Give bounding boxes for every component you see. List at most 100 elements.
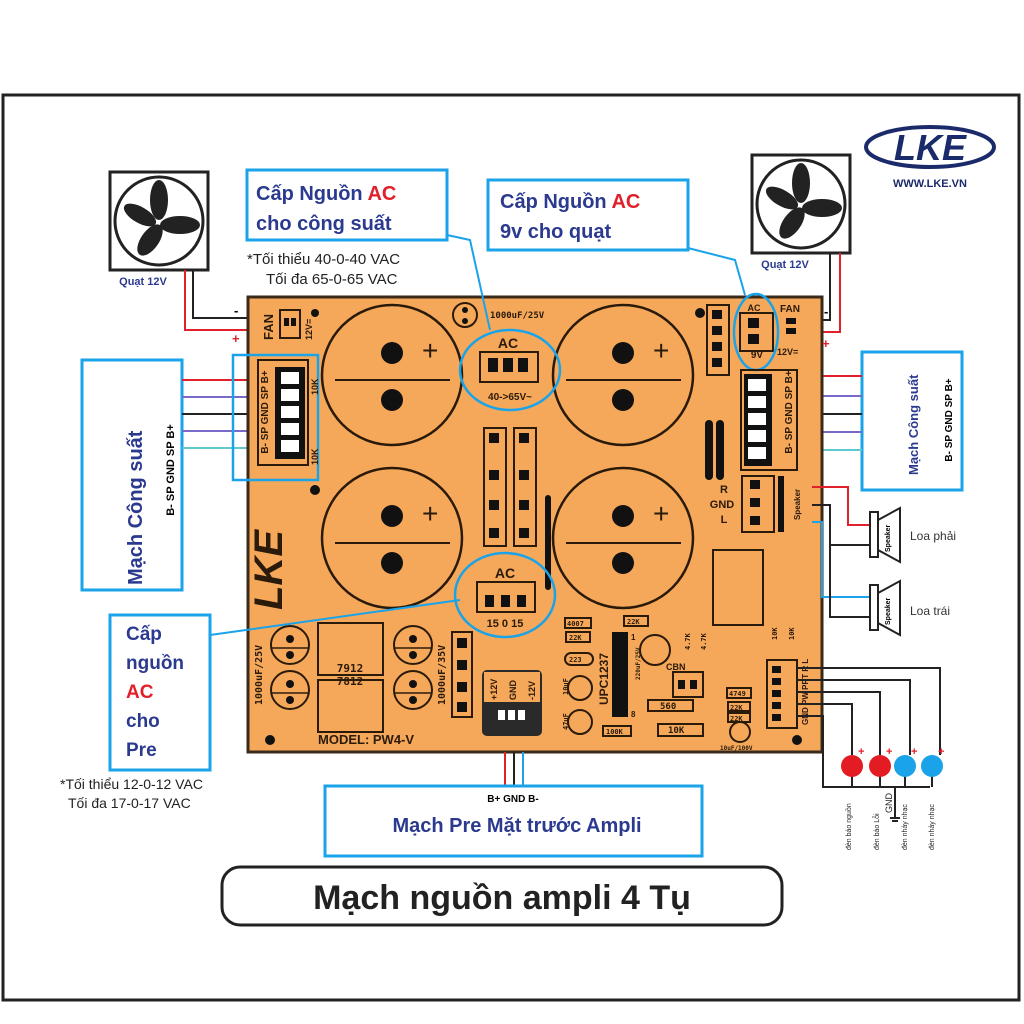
svg-text:Speaker: Speaker [885,524,892,552]
pcb-amp-connector-right: B- SP GND SP B+ [740,369,798,471]
fan-icon [123,180,200,256]
svg-text:100K: 100K [606,728,624,736]
led-indicators [797,667,941,822]
svg-text:8: 8 [631,710,636,719]
svg-text:1000uF/35V: 1000uF/35V [437,645,448,705]
svg-text:10uF: 10uF [562,678,570,695]
svg-text:Pre: Pre [126,740,157,761]
svg-text:Mạch Pre Mặt trước Ampli: Mạch Pre Mặt trước Ampli [392,815,641,837]
svg-text:CBN: CBN [666,662,686,672]
svg-text:Mạch Công suất: Mạch Công suất [125,430,147,585]
svg-text:4.7K: 4.7K [684,632,692,650]
svg-text:+12V: +12V [489,679,499,700]
mounting-holes [265,308,802,745]
svg-text:GND: GND [508,680,518,701]
svg-text:10K: 10K [310,448,320,465]
svg-text:GND: GND [884,793,894,814]
svg-text:Quạt 12V: Quạt 12V [761,259,809,271]
svg-text:Mạch nguồn ampli 4 Tụ: Mạch nguồn ampli 4 Tụ [313,879,691,917]
svg-text:560: 560 [660,702,676,712]
ac-pre-connector: AC 15 0 15 [453,551,557,639]
regulator-section: 1000uF/25V 1000uF/35V 7912 7812 MODEL: P… [254,622,473,747]
svg-text:+: + [858,746,864,758]
svg-text:GND: GND [710,499,735,511]
svg-text:cho: cho [126,711,160,732]
svg-text:B- SP GND SP B+: B- SP GND SP B+ [260,370,271,453]
svg-text:FAN: FAN [780,304,800,315]
svg-text:Mạch Công suất: Mạch Công suất [906,374,921,475]
svg-text:cho công suất: cho công suất [256,213,392,235]
svg-text:-12V: -12V [527,681,537,700]
svg-text:Speaker: Speaker [885,597,892,625]
svg-text:Cấp: Cấp [126,624,162,645]
svg-text:đèn nháy nhạc: đèn nháy nhạc [929,804,936,850]
svg-text:đèn báo Lỗi: đèn báo Lỗi [872,813,881,850]
svg-text:10K: 10K [771,627,779,640]
fan-right: Quạt 12V [750,153,852,271]
pre-out-connector: +12V GND -12V [482,670,542,736]
svg-text:Cấp Nguồn AC: Cấp Nguồn AC [500,191,640,213]
svg-text:9V: 9V [751,350,764,361]
svg-text:Cấp Nguồn AC: Cấp Nguồn AC [256,183,396,205]
svg-text:đèn nháy nhạc: đèn nháy nhạc [902,804,909,850]
pre-front-box: B+ GND B- Mạch Pre Mặt trước Ampli [323,752,704,858]
svg-text:12V=: 12V= [777,347,798,357]
page-title: Mạch nguồn ampli 4 Tụ [220,865,784,927]
svg-text:-: - [234,303,238,318]
svg-text:47uF: 47uF [562,713,570,730]
pcb-lke-logo: LKE [247,529,291,610]
svg-text:+: + [938,746,944,758]
svg-text:*Tối thiểu 40-0-40 VAC: *Tối thiểu 40-0-40 VAC [247,251,400,268]
bridge-rectifiers [483,427,537,547]
speaker-connector: R GND L Speaker [710,475,802,533]
svg-text:22K: 22K [569,634,582,642]
svg-text:R: R [720,484,728,496]
svg-text:Quạt 12V: Quạt 12V [119,276,167,288]
speaker-icon [877,506,901,564]
svg-text:22K: 22K [730,715,743,723]
svg-text:B+ GND B-: B+ GND B- [487,794,538,805]
svg-text:*Tối thiểu 12-0-12 VAC: *Tối thiểu 12-0-12 VAC [60,776,203,792]
website-text: WWW.LKE.VN [893,178,967,190]
svg-text:LKE: LKE [247,529,291,610]
svg-text:B- SP GND SP B+: B- SP GND SP B+ [784,370,795,453]
fan-right-plus: + [822,336,830,351]
svg-text:Loa trái: Loa trái [910,604,950,618]
svg-text:B- SP GND SP B+: B- SP GND SP B+ [165,424,177,516]
svg-text:AC: AC [498,335,518,351]
svg-text:1000uF/25V: 1000uF/25V [490,311,545,321]
svg-text:UPC1237: UPC1237 [597,653,611,705]
svg-text:4749: 4749 [729,690,746,698]
svg-text:1: 1 [631,633,636,642]
pre-circuit-parts: UPC1237 1 8 4007 22K 22K 223 10uF 47uF 2… [562,549,796,752]
pcb-amp-connector-left: B- SP GND SP B+ 10K 10K [231,353,320,482]
outer-frame [1,93,1021,1002]
svg-text:Speaker: Speaker [793,489,802,520]
callout-ac-pre: Cấp nguồn AC cho Pre *Tối thiểu 12-0-12 … [60,599,461,811]
led-music-2 [921,755,943,777]
svg-text:22K: 22K [627,618,640,626]
model-text: MODEL: PW4-V [318,732,414,747]
svg-text:LKE: LKE [894,127,967,168]
led-error [869,755,891,777]
svg-text:FAN: FAN [261,314,276,340]
power-amp-box-left: Mạch Công suất B- SP GND SP B+ [80,358,184,592]
svg-text:+: + [886,746,892,758]
svg-text:đèn báo nguồn: đèn báo nguồn [844,803,853,850]
svg-text:+: + [422,335,438,366]
callout-highlight [231,353,320,482]
svg-text:9v cho quạt: 9v cho quạt [500,221,611,243]
svg-text:nguồn: nguồn [126,653,184,674]
svg-text:10K: 10K [788,627,796,640]
svg-text:10K: 10K [310,378,320,395]
svg-text:B- SP GND SP B+: B- SP GND SP B+ [944,378,955,461]
svg-text:Loa phải: Loa phải [910,529,956,543]
svg-text:Tối đa 65-0-65 VAC: Tối đa 65-0-65 VAC [266,271,398,288]
power-amp-box-right: Mạch Công suất B- SP GND SP B+ [860,350,964,492]
svg-text:AC: AC [126,682,154,703]
big-capacitors: + [320,303,695,610]
ac-fan-connector: AC 9V FAN 12V= [732,292,800,372]
svg-text:220uF/25V: 220uF/25V [635,647,642,680]
fan-right-minus: - [824,304,828,319]
